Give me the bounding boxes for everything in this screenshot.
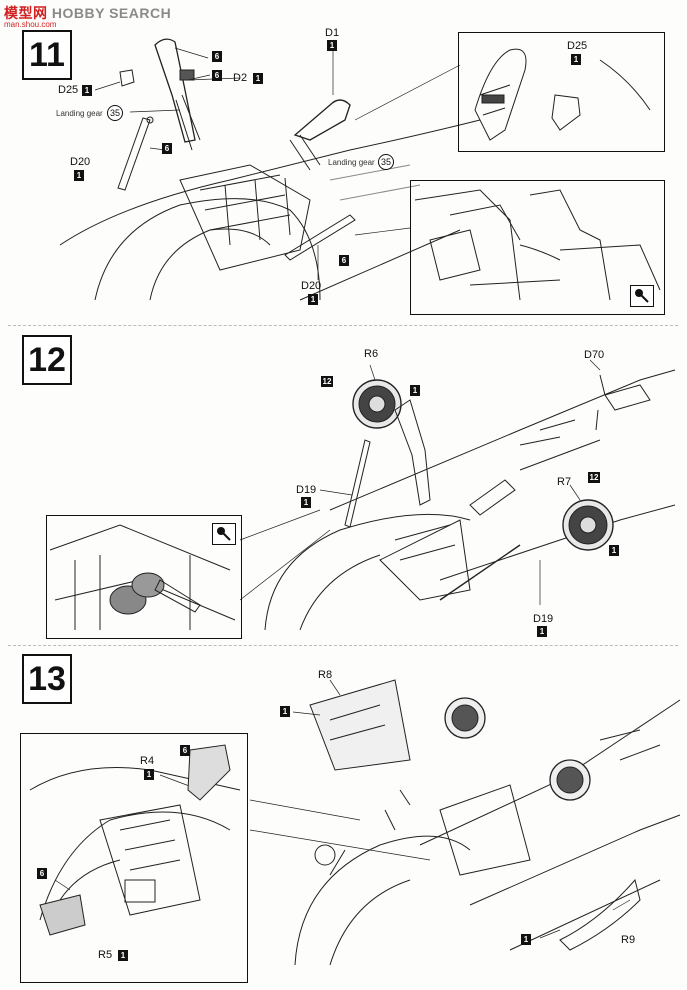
watermark-url: man.shou.com: [4, 20, 57, 29]
part-6-badge: 6: [37, 868, 47, 879]
step13-detail-inset: [20, 733, 248, 983]
part-d2-label: D2: [233, 72, 248, 84]
step-number-11: 11: [22, 30, 72, 80]
part-6-badge: 6: [212, 51, 222, 62]
part-r4-runner: 6: [180, 745, 190, 756]
step11-inset-gear-drawing: [474, 48, 651, 141]
step-number-13: 13: [22, 654, 72, 704]
step12-wheel-r6: [352, 379, 402, 429]
part-d2-qty: 1: [253, 73, 263, 84]
part-r8-label: R8: [318, 669, 333, 681]
part-r5-qty: 1: [118, 950, 128, 961]
section-divider: [8, 645, 678, 646]
part-6-badge: 6: [212, 70, 222, 81]
landing-gear-label-right: Landing gear: [328, 158, 375, 167]
part-r8-qty: 1: [280, 706, 290, 717]
part-d25-qty: 1: [82, 85, 92, 96]
part-r7-runner: 12: [588, 472, 600, 483]
part-r4-label: R4: [140, 755, 155, 767]
step11-leader-lines: [94, 47, 461, 280]
step11-fuselage-drawing: [59, 119, 481, 301]
glue-icon: [212, 523, 236, 545]
part-d1-qty: 1: [327, 40, 337, 51]
step13-inset-drawing: [29, 744, 241, 936]
part-r6-qty: 1: [410, 385, 420, 396]
landing-gear-ref-left: 35: [107, 105, 123, 121]
part-d25-label: D25: [58, 84, 79, 96]
watermark: 模型网 HOBBY SEARCH: [4, 3, 171, 23]
step12-fuselage-drawing: [264, 369, 676, 631]
part-r7-label: R7: [557, 476, 572, 488]
watermark-brand-left: 模型网: [4, 6, 48, 22]
part-r5-label: R5: [98, 949, 113, 961]
landing-gear-label-left: Landing gear: [56, 109, 103, 118]
step11-landing-gear-left: [117, 38, 201, 191]
part-d20-label-bottom: D20: [301, 280, 322, 292]
step11-detail-inset-top: [458, 32, 665, 152]
step12-detail-inset: [46, 515, 242, 639]
step-number-12: 12: [22, 335, 72, 385]
glue-icon: [630, 285, 654, 307]
part-d19-label-bottom: D19: [533, 613, 554, 625]
step12-gear-struts: [344, 374, 606, 528]
part-6-badge: 6: [339, 255, 349, 266]
step11-detail-inset-bottom: [410, 180, 665, 315]
part-d1-label: D1: [325, 27, 340, 39]
part-d19-qty-bottom: 1: [537, 626, 547, 637]
part-r6-runner: 12: [321, 376, 333, 387]
landing-gear-ref-right: 35: [378, 154, 394, 170]
watermark-brand-right: HOBBY SEARCH: [51, 5, 172, 21]
part-d20-qty-left: 1: [74, 170, 84, 181]
step13-fuselage-drawing: [294, 679, 681, 966]
part-d20-label-left: D20: [70, 156, 91, 168]
part-r9-label: R9: [621, 934, 636, 946]
part-6-badge: 6: [162, 143, 172, 154]
step13-wheels: [314, 697, 591, 866]
step12-wheel-r7: [562, 499, 614, 551]
step11-inset-bay-drawing: [414, 189, 661, 301]
step12-leader-lines: [239, 359, 601, 605]
section-divider: [8, 325, 678, 326]
part-d20-qty-bottom: 1: [308, 294, 318, 305]
step12-inset-drawing: [49, 524, 236, 630]
part-r6-label: R6: [364, 348, 379, 360]
part-d19-qty-left: 1: [301, 497, 311, 508]
part-r4-qty: 1: [144, 769, 154, 780]
step11-landing-gear-right: [284, 99, 356, 261]
inset-part-d25-qty: 1: [571, 54, 581, 65]
part-d70-label: D70: [584, 349, 605, 361]
inset-part-d25-label: D25: [567, 40, 588, 52]
part-r7-qty: 1: [609, 545, 619, 556]
part-d19-label-left: D19: [296, 484, 317, 496]
part-r9-qty: 1: [521, 934, 531, 945]
